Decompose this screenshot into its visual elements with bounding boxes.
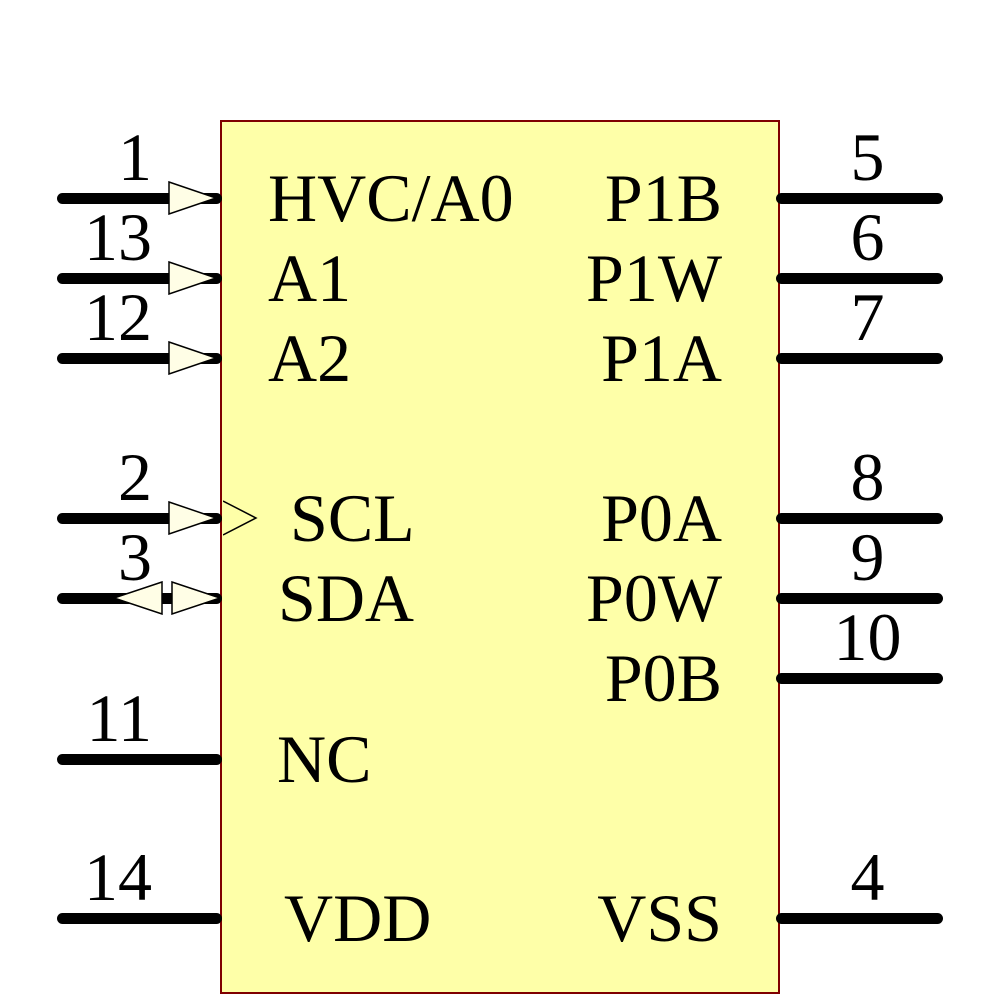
clock-chevron-icon [223, 500, 258, 536]
pin-number: 6 [850, 199, 885, 275]
pin-wire[interactable] [776, 673, 943, 684]
input-arrow-icon [168, 341, 218, 375]
input-arrow-icon [168, 501, 218, 535]
pin-wire[interactable] [57, 913, 222, 924]
pin-number: 1 [118, 119, 152, 195]
pin-wire[interactable] [776, 273, 943, 284]
pin-wire[interactable] [776, 193, 943, 204]
pin-wire[interactable] [57, 513, 222, 524]
pin-wire[interactable] [776, 513, 943, 524]
pin-label: SCL [290, 480, 415, 556]
pin-wire[interactable] [57, 754, 222, 765]
bidirectional-arrow-icon [112, 581, 222, 615]
pin-label: P0B [604, 640, 722, 716]
input-arrow-icon [168, 261, 218, 295]
pin-label: SDA [278, 560, 415, 636]
pin-label: P0W [586, 560, 722, 636]
pin-label: HVC/A0 [268, 160, 514, 236]
pin-number: 9 [850, 519, 885, 595]
pin-label: P1A [601, 320, 722, 396]
pin-number: 2 [118, 439, 152, 515]
pin-number: 8 [850, 439, 885, 515]
pin-number: 12 [84, 279, 152, 355]
pin-number: 11 [86, 680, 152, 756]
pin-label: A1 [268, 240, 352, 316]
input-arrow-icon [168, 181, 218, 215]
pin-label: P1B [604, 160, 722, 236]
pin-wire[interactable] [57, 353, 222, 364]
pin-number: 13 [84, 199, 152, 275]
pin-number: 5 [850, 119, 885, 195]
pin-label: VDD [284, 880, 432, 956]
pin-wire[interactable] [776, 913, 943, 924]
pin-label: NC [277, 721, 372, 797]
pin-number: 4 [850, 839, 885, 915]
pin-number: 10 [833, 599, 902, 675]
pin-label: P0A [601, 480, 722, 556]
pin-number: 7 [850, 279, 885, 355]
pin-wire[interactable] [57, 273, 222, 284]
pin-wire[interactable] [776, 353, 943, 364]
pin-label: P1W [586, 240, 722, 316]
ic-body[interactable] [220, 120, 780, 994]
pin-wire[interactable] [776, 593, 943, 604]
pin-label: A2 [268, 320, 352, 396]
pin-wire[interactable] [57, 193, 222, 204]
pin-number: 14 [84, 839, 152, 915]
pin-number: 3 [118, 519, 152, 595]
pin-label: VSS [597, 880, 722, 956]
